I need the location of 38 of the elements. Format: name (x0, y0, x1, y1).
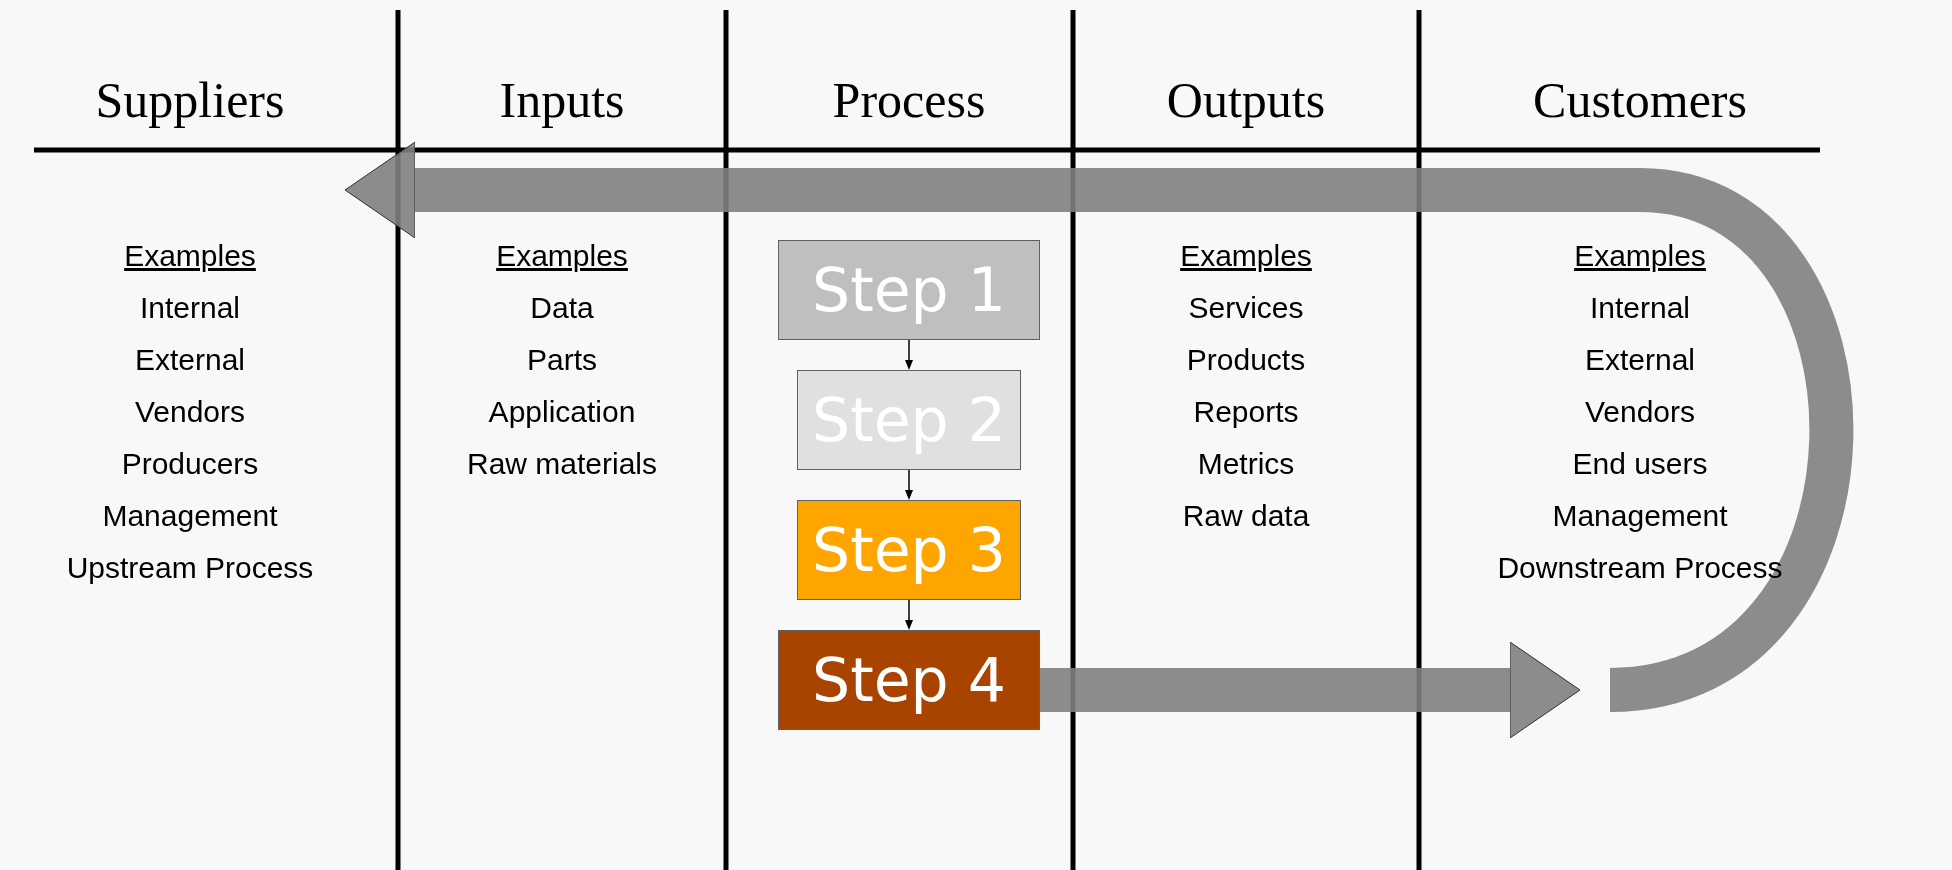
column-header: Suppliers (95, 71, 285, 129)
column-header: Inputs (499, 71, 625, 129)
list-heading: Examples (496, 239, 628, 273)
list-item: Management (1552, 498, 1728, 534)
list-item: External (1584, 342, 1696, 378)
list-item: Application (488, 395, 636, 429)
block-arrow (1040, 641, 1581, 739)
list-item: Metrics (1197, 447, 1295, 481)
column-header: Customers (1533, 71, 1747, 129)
list-item: End users (1572, 446, 1708, 482)
list-item: Internal (139, 290, 241, 326)
arrow (905, 599, 913, 630)
list-item: Raw materials (466, 447, 658, 481)
list-item: Services (1188, 291, 1304, 325)
list-item: Raw data (1182, 499, 1310, 533)
list-heading: Examples (1574, 238, 1706, 274)
block-arrow (344, 141, 1853, 712)
arrow (905, 339, 913, 370)
process-step-box: Step 4 (778, 630, 1040, 730)
list-item: Downstream Process (1497, 550, 1783, 586)
process-step-box: Step 1 (778, 240, 1040, 340)
list-item: Vendors (1584, 394, 1696, 430)
list-item: Data (530, 291, 594, 325)
list-item: Producers (121, 446, 259, 482)
list-item: Internal (1589, 290, 1691, 326)
list-heading: Examples (1180, 239, 1312, 273)
list-item: Vendors (134, 394, 246, 430)
list-item: Products (1186, 343, 1306, 377)
list-heading: Examples (124, 238, 256, 274)
arrow (905, 469, 913, 500)
list-item: Reports (1193, 395, 1299, 429)
list-item: Management (102, 498, 278, 534)
list-item: Parts (527, 343, 597, 377)
process-step-box: Step 3 (797, 500, 1021, 600)
list-item: External (134, 342, 246, 378)
column-header: Outputs (1166, 71, 1326, 129)
column-header: Process (832, 71, 986, 129)
list-item: Upstream Process (66, 550, 314, 586)
